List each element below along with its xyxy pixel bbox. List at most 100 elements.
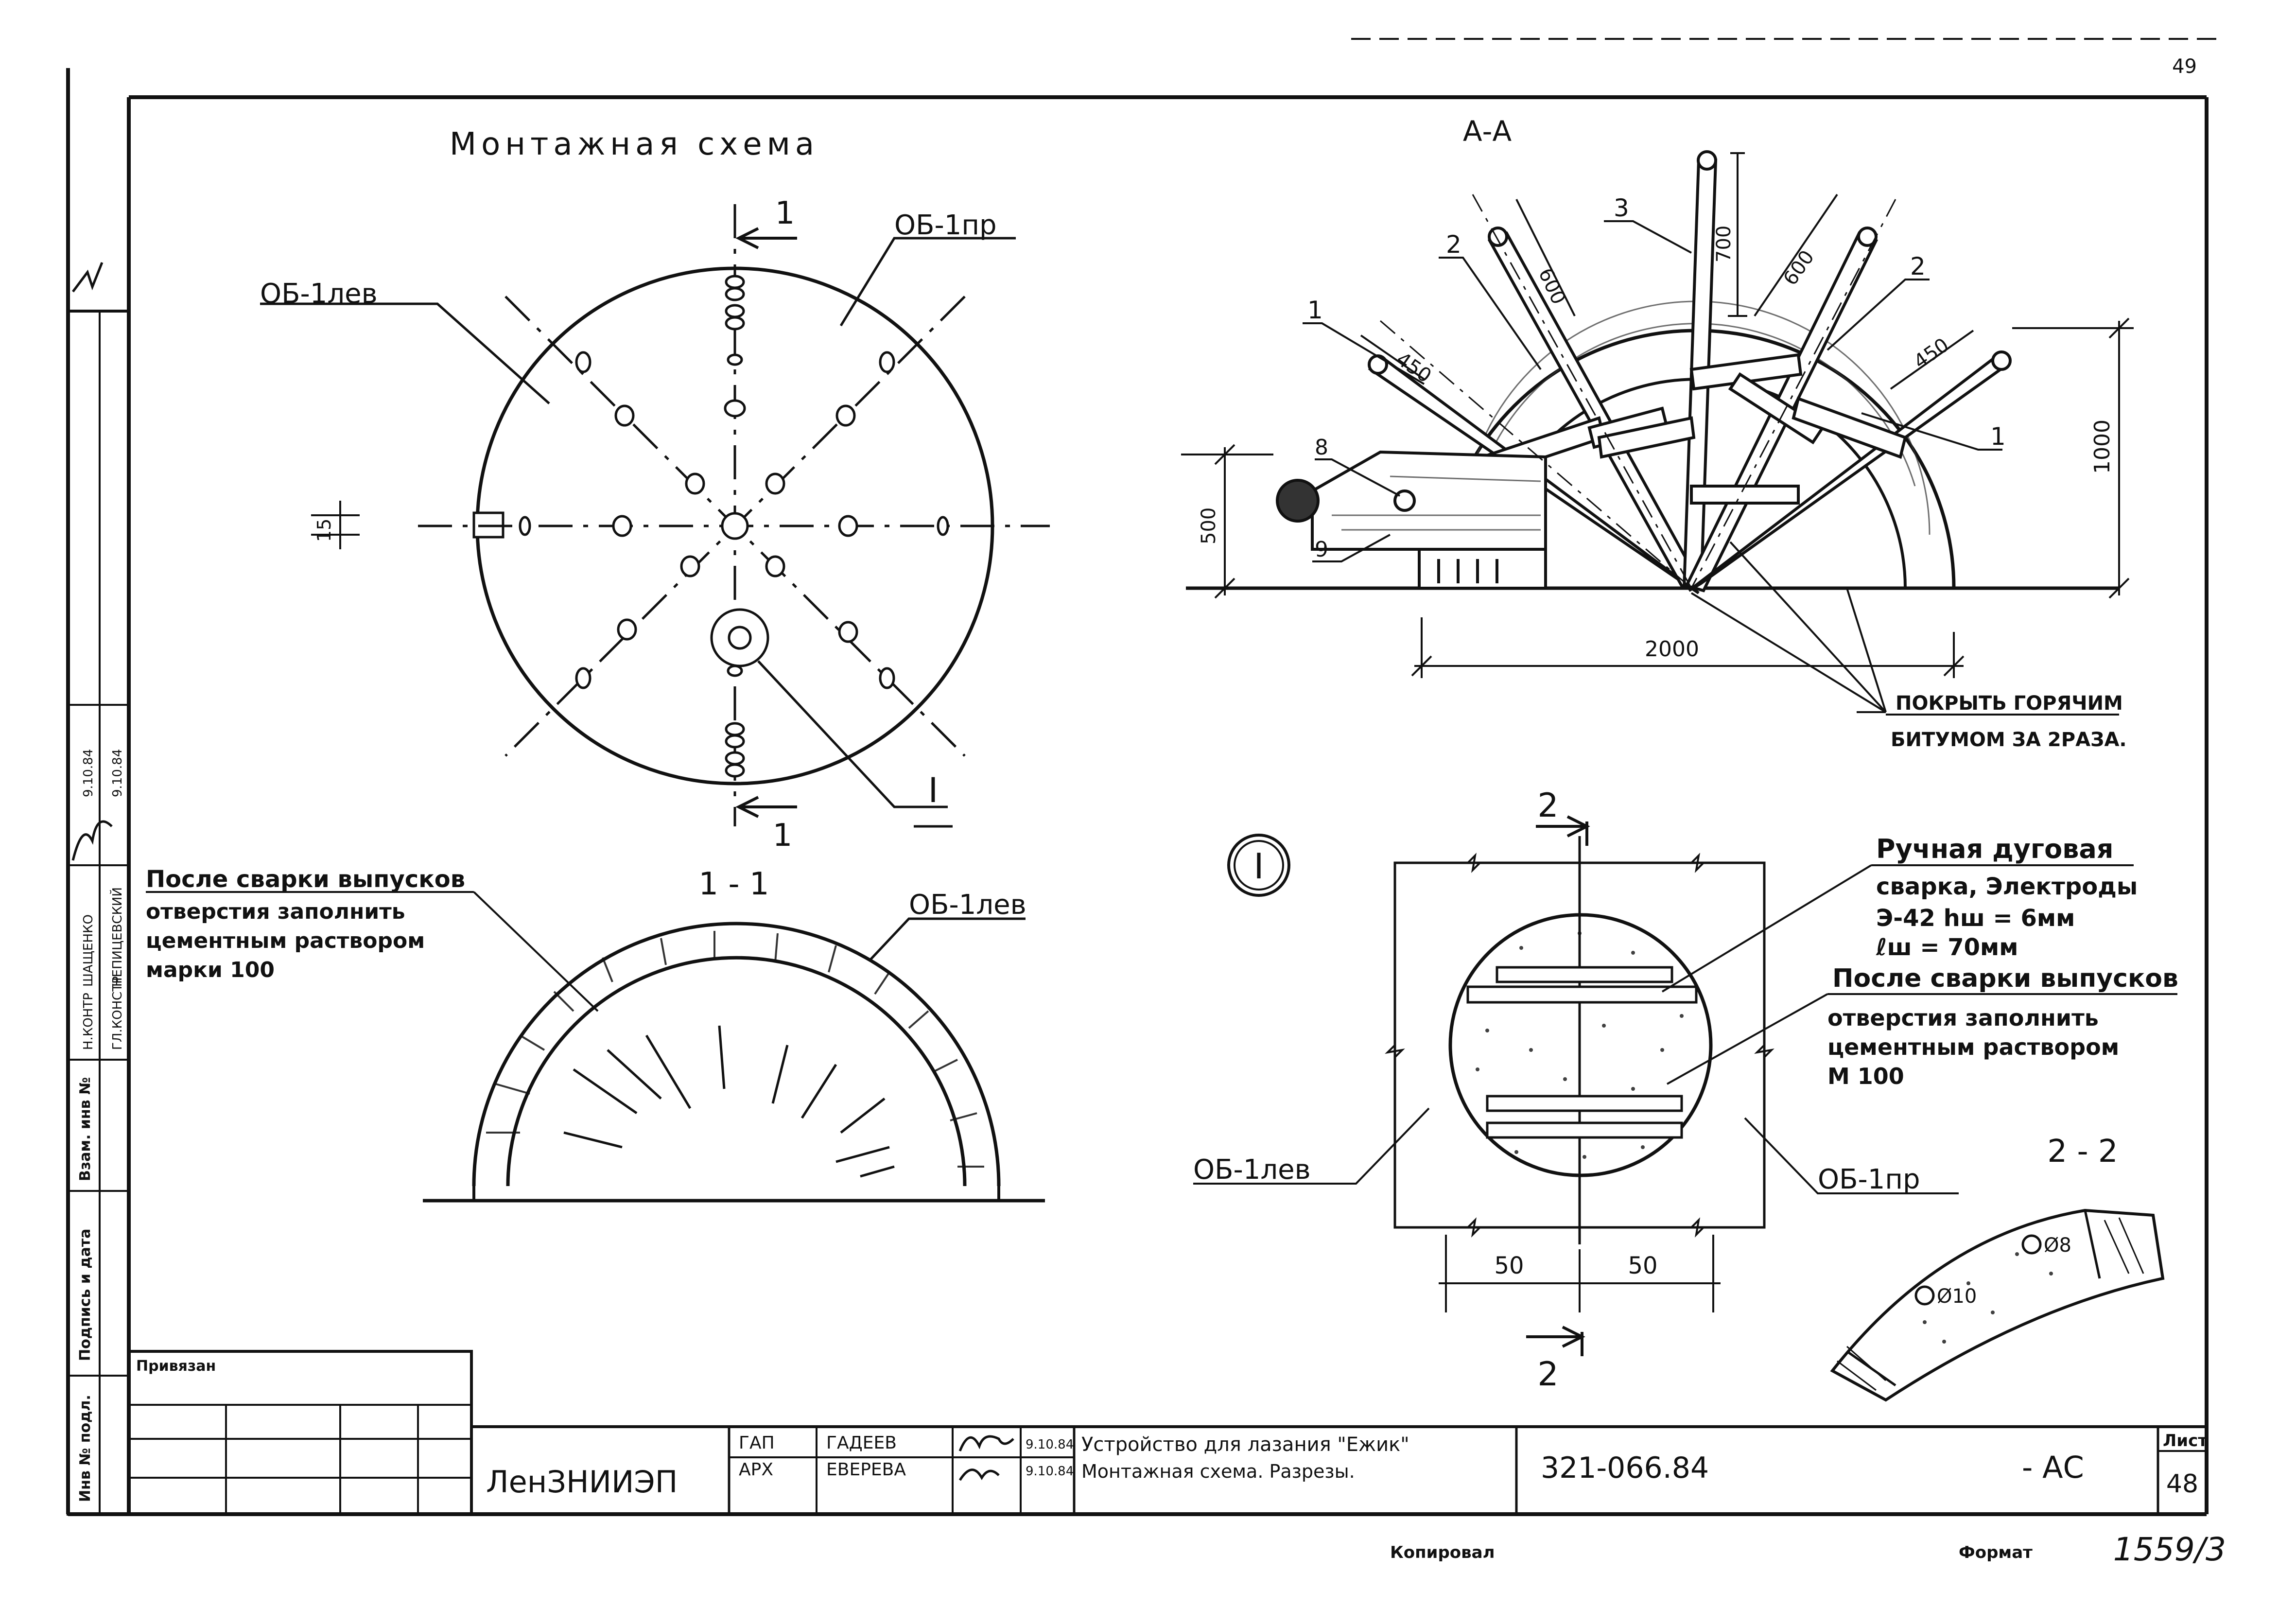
montage-disc bbox=[418, 204, 1050, 826]
svg-text:1000: 1000 bbox=[2090, 419, 2115, 474]
node-I-label-left: ОБ-1лев bbox=[1193, 1154, 1311, 1186]
svg-text:8: 8 bbox=[1315, 435, 1328, 460]
stamp-gl-kontr-name: НЕПИЦЕВСКИЙ bbox=[109, 887, 125, 987]
stamp-gl-kontr: ГЛ.КОНСТР bbox=[110, 976, 125, 1050]
svg-text:2: 2 bbox=[1446, 230, 1461, 259]
title-desc-line1: Устройство для лазания "Ежик" bbox=[1081, 1433, 1409, 1456]
svg-text:цементным раствором: цементным раствором bbox=[1827, 1034, 2119, 1060]
section-11-note: После сварки выпусков отверстия заполнит… bbox=[146, 866, 599, 1012]
title-role2: АРХ bbox=[739, 1460, 773, 1480]
stamp-n-kontr-name: ШАЩЕНКО bbox=[81, 914, 96, 987]
svg-text:сварка, Электроды: сварка, Электроды bbox=[1876, 873, 2138, 900]
montage-title: Монтажная схема bbox=[450, 126, 819, 162]
label-ob1-pr: ОБ-1пр bbox=[894, 210, 997, 241]
section-11-label-leader bbox=[869, 917, 1026, 961]
svg-text:После сварки выпусков: После сварки выпусков bbox=[1832, 964, 2178, 993]
footer-format: Формат bbox=[1959, 1543, 2033, 1562]
signature-scribble-a bbox=[71, 820, 113, 861]
section-11-arch bbox=[423, 922, 1045, 1203]
node-I-drawing bbox=[1385, 836, 1774, 1244]
section-aa-callouts: 1 2 3 2 1 8 9 bbox=[1303, 194, 2006, 562]
svg-text:После сварки выпусков: После сварки выпусков bbox=[146, 866, 465, 893]
svg-text:2: 2 bbox=[1537, 1355, 1558, 1394]
svg-text:БИТУМОМ ЗА 2РАЗА.: БИТУМОМ ЗА 2РАЗА. bbox=[1891, 729, 2127, 751]
signature-gap bbox=[958, 1435, 1014, 1451]
svg-text:Ручная дуговая: Ручная дуговая bbox=[1876, 834, 2113, 864]
svg-text:1: 1 bbox=[1307, 296, 1323, 324]
dim-15: 15 bbox=[311, 501, 360, 549]
section-mark-1-bottom-label: 1 bbox=[773, 818, 793, 854]
node-I-label-right-leader bbox=[1744, 1117, 1959, 1194]
stamp-vzam: Взам. инв № bbox=[77, 1077, 94, 1181]
section-aa-dims: 450 600 700 600 450 1000 500 2000 bbox=[1181, 152, 2134, 678]
node-mark-I-label: I bbox=[928, 770, 939, 810]
title-mark: - АС bbox=[2022, 1450, 2084, 1485]
title-role1: ГАП bbox=[739, 1433, 775, 1453]
node-I-weld-note: Ручная дуговая сварка, Электроды Э-42 hш… bbox=[1661, 834, 2138, 993]
svg-text:ПОКРЫТЬ ГОРЯЧИМ: ПОКРЫТЬ ГОРЯЧИМ bbox=[1896, 692, 2123, 715]
title-block: Привязан ЛенЗНИИЭП ГАП ГАДЕЕВ 9.10.84 АР… bbox=[127, 1350, 2208, 1516]
title-privyazan: Привязан bbox=[136, 1358, 216, 1375]
sheet-corner-number: 49 bbox=[2172, 55, 2197, 78]
dim-15-label: 15 bbox=[313, 519, 335, 542]
svg-text:3: 3 bbox=[1614, 194, 1629, 222]
stamp-date-b: 9.10.84 bbox=[110, 749, 125, 797]
svg-text:отверстия заполнить: отверстия заполнить bbox=[146, 899, 405, 924]
node-I-badge: I bbox=[1227, 834, 1290, 897]
title-date2: 9.10.84 bbox=[1026, 1464, 1074, 1479]
svg-text:50: 50 bbox=[1628, 1252, 1657, 1279]
section-22-drawing bbox=[1830, 1208, 2165, 1402]
footer-archive-num: 1559/3 bbox=[2113, 1531, 2226, 1568]
node-I-section-mark-top: 2 bbox=[1536, 787, 1590, 846]
svg-text:500: 500 bbox=[1198, 507, 1220, 544]
title-list-num: 48 bbox=[2166, 1469, 2198, 1499]
section-22-title: 2 - 2 bbox=[2047, 1134, 2118, 1170]
node-mark-I: I bbox=[757, 660, 953, 828]
leader-ob1-pr bbox=[839, 237, 1016, 327]
section-11-label: ОБ-1лев bbox=[909, 889, 1026, 921]
stamp-n-kontr: Н.КОНТР bbox=[81, 993, 96, 1050]
bitumen-note: ПОКРЫТЬ ГОРЯЧИМ БИТУМОМ ЗА 2РАЗА. bbox=[1690, 541, 2127, 751]
svg-text:ℓш = 70мм: ℓш = 70мм bbox=[1876, 934, 2018, 961]
title-name2: ЕВЕРЕВА bbox=[826, 1460, 906, 1480]
section-11-title: 1 - 1 bbox=[698, 866, 769, 902]
section-22-rebar2: Ø10 bbox=[1937, 1285, 1977, 1308]
section-mark-1-label: 1 bbox=[775, 195, 795, 231]
svg-text:2: 2 bbox=[1910, 252, 1926, 280]
stamp-signature-mark bbox=[72, 262, 104, 293]
svg-text:цементным раствором: цементным раствором bbox=[146, 928, 425, 953]
svg-text:9: 9 bbox=[1315, 537, 1328, 562]
section-aa-title: А-А bbox=[1463, 115, 1512, 148]
section-mark-1-bottom: 1 bbox=[735, 796, 797, 854]
leader-ob1-lev bbox=[260, 302, 550, 404]
section-22-rebar1: Ø8 bbox=[2044, 1234, 2071, 1257]
side-stamp: Инв № подл. Подпись и дата Взам. инв № Н… bbox=[67, 262, 130, 1516]
title-name1: ГАДЕЕВ bbox=[826, 1433, 897, 1453]
svg-text:I: I bbox=[1253, 846, 1264, 887]
stamp-podpis: Подпись и дата bbox=[77, 1229, 94, 1361]
svg-text:700: 700 bbox=[1713, 226, 1735, 262]
svg-text:марки 100: марки 100 bbox=[146, 958, 275, 982]
svg-text:2: 2 bbox=[1537, 787, 1558, 825]
node-I-label-left-leader bbox=[1193, 1107, 1430, 1185]
footer-kopiroval: Копировал bbox=[1390, 1543, 1495, 1562]
stamp-date-a: 9.10.84 bbox=[81, 749, 96, 797]
title-list-label: Лист bbox=[2163, 1431, 2208, 1451]
section-aa-drawing bbox=[1186, 150, 2119, 594]
svg-text:2000: 2000 bbox=[1645, 637, 1699, 662]
signature-arh bbox=[958, 1468, 1000, 1481]
title-org: ЛенЗНИИЭП bbox=[486, 1464, 678, 1500]
svg-text:отверстия заполнить: отверстия заполнить bbox=[1827, 1005, 2099, 1031]
title-doc-code: 321-066.84 bbox=[1541, 1451, 1709, 1485]
section-mark-1-top: 1 bbox=[735, 195, 797, 249]
node-I-section-mark-bottom: 2 bbox=[1526, 1326, 1585, 1394]
node-I-fill-note: После сварки выпусков отверстия заполнит… bbox=[1667, 964, 2178, 1089]
title-date1: 9.10.84 bbox=[1026, 1437, 1074, 1452]
svg-text:Э-42 hш = 6мм: Э-42 hш = 6мм bbox=[1876, 905, 2075, 932]
svg-text:1: 1 bbox=[1990, 422, 2006, 451]
node-I-label-right: ОБ-1пр bbox=[1818, 1164, 1920, 1195]
svg-text:М 100: М 100 bbox=[1827, 1063, 1904, 1089]
node-I-dims: 50 50 bbox=[1439, 1235, 1721, 1312]
stamp-inv-podl: Инв № подл. bbox=[77, 1395, 94, 1502]
